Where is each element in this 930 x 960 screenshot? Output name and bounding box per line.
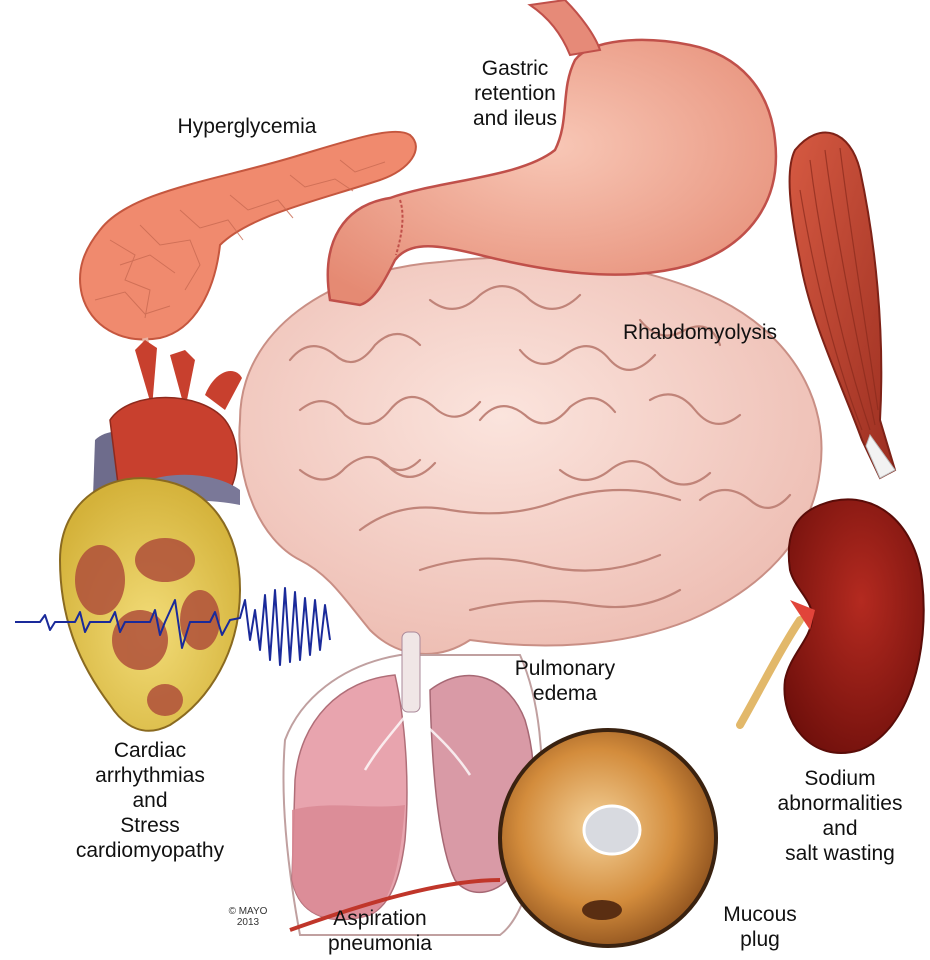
label-pulmonary-edema: Pulmonary edema <box>495 656 635 706</box>
brain-icon <box>239 258 821 654</box>
copyright-mark: © MAYO 2013 <box>218 906 278 928</box>
label-sodium-abnormalities: Sodium abnormalities and salt wasting <box>755 766 925 866</box>
mucous-plug-icon <box>500 730 716 946</box>
label-gastric-retention: Gastric retention and ileus <box>440 56 590 131</box>
label-aspiration-pneumonia: Aspiration pneumonia <box>310 906 450 956</box>
heart-icon <box>60 340 242 731</box>
label-cardiac-arrhythmias: Cardiac arrhythmias and Stress cardiomyo… <box>60 738 240 863</box>
label-rhabdomyolysis: Rhabdomyolysis <box>600 320 800 345</box>
label-mucous-plug: Mucous plug <box>700 902 820 952</box>
label-hyperglycemia: Hyperglycemia <box>152 114 342 139</box>
